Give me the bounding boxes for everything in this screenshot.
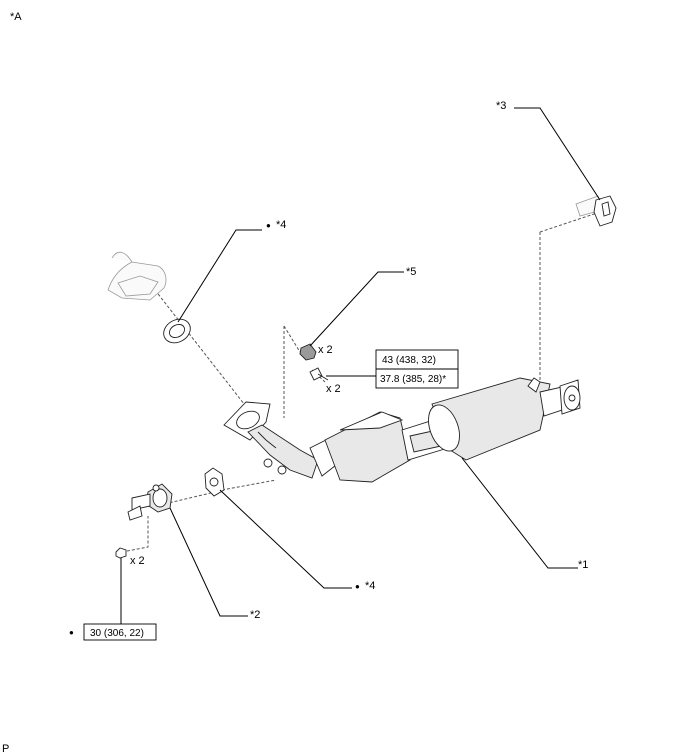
callout-label-1: *1 <box>578 559 588 571</box>
torque-box-upper: 43 (438, 32) 37.8 (385, 28)* <box>375 349 459 389</box>
sensor-nut <box>115 547 127 559</box>
bullet-mark: ● <box>266 221 271 230</box>
fastener-nuts <box>299 343 329 381</box>
torque-value-upper: 43 (438, 32) <box>382 355 436 366</box>
quantity-label-nuts: x 2 <box>318 344 333 356</box>
gasket-ring <box>163 318 191 344</box>
callout-label-2: *2 <box>250 609 260 621</box>
catalytic-converter-assembly <box>309 377 581 483</box>
quantity-label-bolts: x 2 <box>326 383 341 395</box>
callout-label-5: *5 <box>406 266 416 278</box>
page-mark-label: P <box>2 743 9 755</box>
flange-gasket-plate <box>204 467 225 497</box>
air-fuel-ratio-sensor <box>127 483 173 521</box>
bullet-mark: ● <box>69 628 74 637</box>
figure-id-label: *A <box>10 11 22 23</box>
torque-box-bottom: ● 30 (306, 22) <box>69 623 157 641</box>
quantity-label-sensor-nuts: x 2 <box>130 555 145 567</box>
exhaust-manifold-outline <box>107 251 167 301</box>
callout-label-4-bottom: *4 <box>365 580 375 592</box>
exhaust-bracket <box>575 195 617 227</box>
bullet-mark: ● <box>355 582 360 591</box>
torque-value-bottom: 30 (306, 22) <box>90 628 144 639</box>
front-exhaust-pipe <box>223 401 319 479</box>
leader-lines <box>120 107 601 624</box>
callout-label-4-top: *4 <box>276 219 286 231</box>
torque-value-lower: 37.8 (385, 28)* <box>380 374 446 385</box>
callout-label-3: *3 <box>496 100 506 112</box>
